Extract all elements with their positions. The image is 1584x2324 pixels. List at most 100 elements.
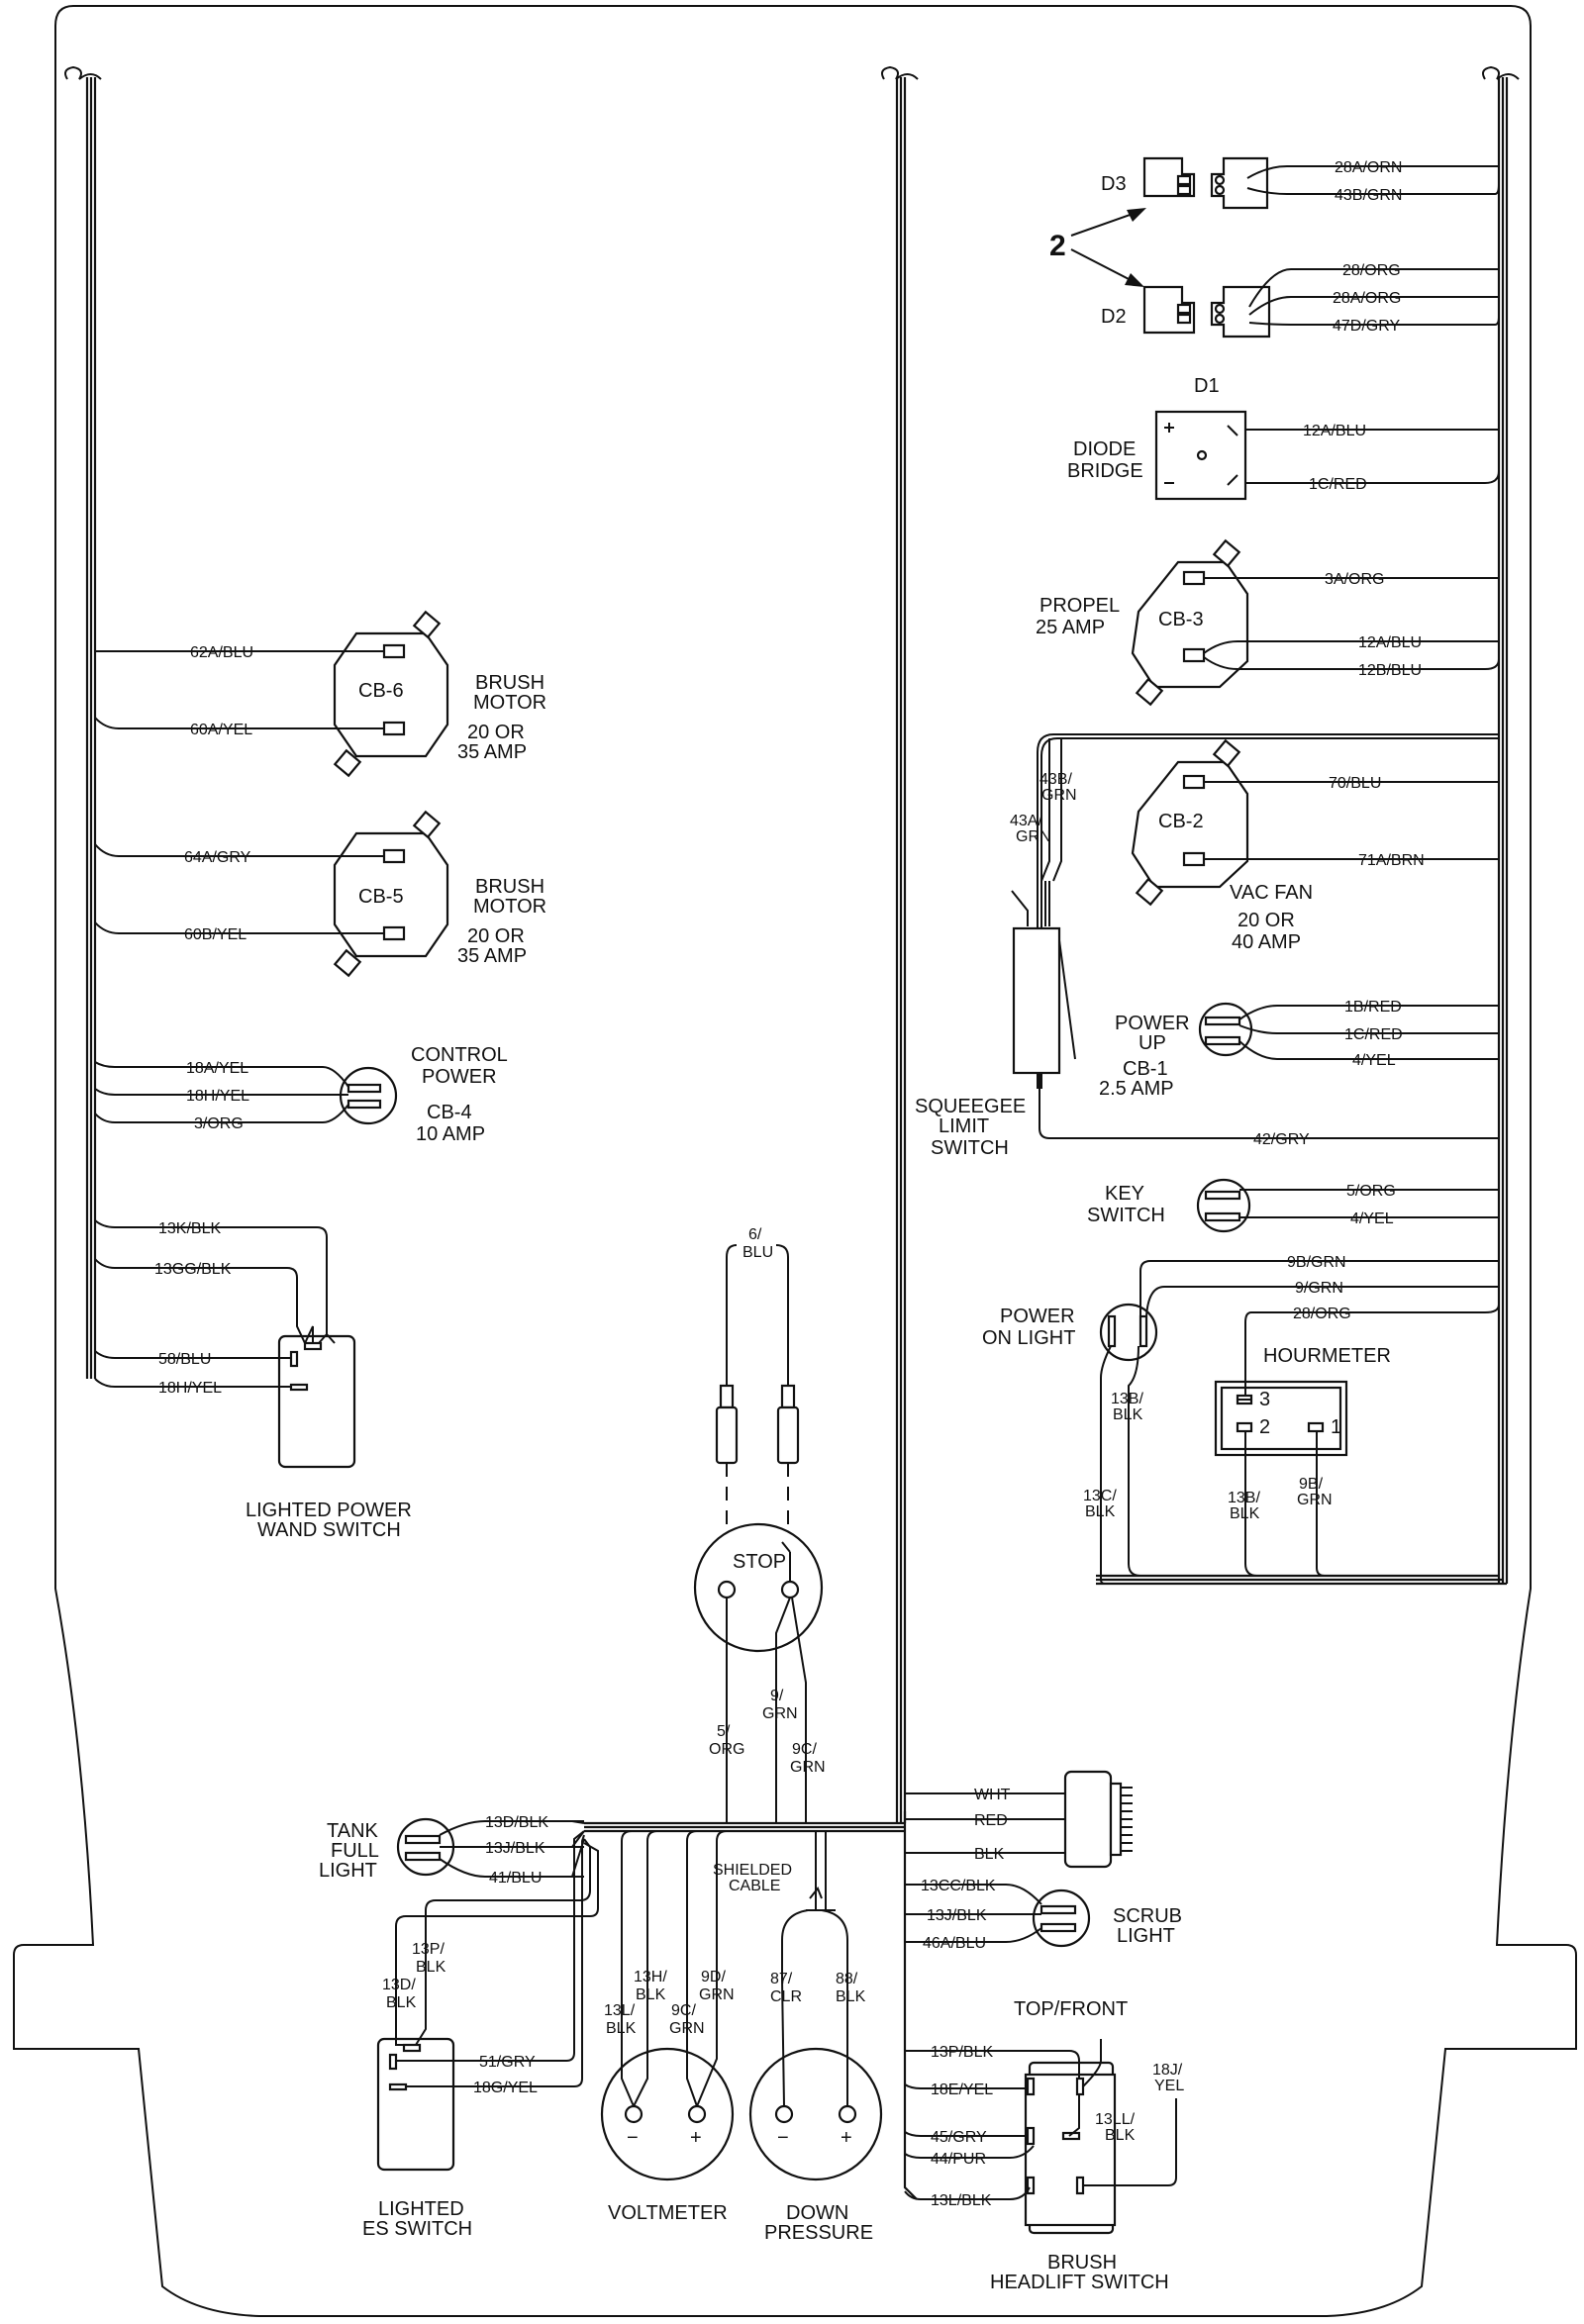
cb2-breaker: CB-2 <box>1131 738 1249 907</box>
down-pressure-name-2: PRESSURE <box>764 2222 873 2244</box>
wire-46a-blu: 46A/BLU <box>923 1935 986 1952</box>
headlift-wire-13lla: 13LL/ <box>1095 2111 1136 2128</box>
cb5-name-3: 20 OR <box>467 925 525 947</box>
wire-13j-blk-scrub: 13J/BLK <box>927 1907 987 1924</box>
wire-18h-yel: 18H/YEL <box>186 1088 249 1105</box>
hm-wire-9b-b: GRN <box>1297 1492 1333 1508</box>
wire-18h-yel-wand: 18H/YEL <box>158 1380 222 1397</box>
wire-47d-gry: 47D/GRY <box>1333 318 1401 335</box>
pol-name-1: POWER <box>1000 1306 1075 1327</box>
pol-wire-13c-b: BLK <box>1085 1503 1116 1520</box>
horn <box>1063 1770 1133 1869</box>
wire-28-org-pol: 28/ORG <box>1293 1306 1351 1322</box>
wire-70-blu: 70/BLU <box>1329 775 1381 792</box>
stop-wire-9b: GRN <box>762 1705 798 1722</box>
wire-18e-yel: 18E/YEL <box>931 2082 993 2098</box>
cb4-breaker <box>339 1066 398 1125</box>
cb3-label: CB-3 <box>1158 609 1204 630</box>
wire-62a-blu: 62A/BLU <box>190 644 253 661</box>
es-wire-13pa: 13P/ <box>412 1941 445 1958</box>
key-switch-name-2: SWITCH <box>1087 1205 1165 1226</box>
voltmeter-plus: + <box>690 2127 702 2149</box>
cb6-label: CB-6 <box>358 680 404 702</box>
wire-1c-red-d1: 1C/RED <box>1309 476 1367 493</box>
stop-wire-9cb: GRN <box>790 1759 826 1776</box>
cb4-name-3: CB-4 <box>427 1102 472 1123</box>
wire-60a-yel: 60A/YEL <box>190 722 252 738</box>
left-harness-trunk <box>85 77 97 1379</box>
cb4-name-2: POWER <box>422 1066 497 1088</box>
headlift-name-2: HEADLIFT SWITCH <box>990 2272 1169 2293</box>
cb5-name-4: 35 AMP <box>457 945 527 967</box>
cb1-name-4: 2.5 AMP <box>1099 1078 1174 1100</box>
down-pressure-plus: + <box>841 2127 852 2149</box>
cb5-name-2: MOTOR <box>473 896 546 918</box>
shielded-cable-1: SHIELDED <box>713 1862 792 1879</box>
es-switch-name-1: LIGHTED <box>378 2198 464 2220</box>
wire-4-yel-key: 4/YEL <box>1350 1210 1394 1227</box>
voltmeter-minus: − <box>627 2127 639 2149</box>
cb5-breaker: CB-5 <box>333 810 449 978</box>
center-harness-trunk <box>895 77 918 2200</box>
cb6-breaker: CB-6 <box>333 610 449 778</box>
break-mark-left <box>64 65 102 80</box>
d1-label: D1 <box>1194 375 1220 397</box>
cb1-breaker <box>1198 1002 1253 1057</box>
volt-wire-9ca: 9C/ <box>671 2002 696 2019</box>
right-harness-trunk <box>1096 77 1509 1586</box>
tank-name-1: TANK <box>327 1820 379 1842</box>
wire-64a-gry: 64A/GRY <box>184 849 251 866</box>
wire-13gg-blk: 13GG/BLK <box>154 1261 232 1278</box>
hourmeter-t2: 2 <box>1259 1416 1270 1438</box>
cb3-name-1: PROPEL <box>1040 595 1120 617</box>
headlift-switch <box>1024 2061 1117 2235</box>
wire-13k-blk: 13K/BLK <box>158 1220 221 1237</box>
squeegee-limit-switch <box>1012 926 1076 1075</box>
scrub-light <box>1032 1888 1091 1948</box>
wire-51-gry: 51/GRY <box>479 2054 536 2071</box>
cb2-name-3: 40 AMP <box>1232 931 1301 953</box>
wand-switch-name-1: LIGHTED POWER <box>246 1500 412 1521</box>
voltmeter-label: VOLTMETER <box>608 2202 728 2224</box>
stop-wire-5a: 5/ <box>717 1723 731 1740</box>
wire-71a-brn: 71A/BRN <box>1358 852 1425 869</box>
cb6-name-2: MOTOR <box>473 692 546 714</box>
wire-28-org: 28/ORG <box>1342 262 1401 279</box>
es-wire-13db: BLK <box>386 1994 417 2011</box>
wire-12a-blu-cb3: 12A/BLU <box>1358 634 1422 651</box>
wire-44-pur: 44/PUR <box>931 2151 986 2168</box>
wire-12b-blu: 12B/BLU <box>1358 662 1422 679</box>
horn-wire-red: RED <box>974 1812 1008 1829</box>
tank-name-2: FULL <box>331 1840 379 1862</box>
diode-d2 <box>1142 285 1271 339</box>
scrub-light-name-2: LIGHT <box>1117 1925 1175 1947</box>
wire-18a-yel: 18A/YEL <box>186 1060 248 1077</box>
horn-wire-blk: BLK <box>974 1846 1005 1863</box>
dp-wire-88b: BLK <box>836 1988 866 2005</box>
squeegee-name-1: SQUEEGEE <box>915 1096 1026 1117</box>
wire-13l-blk: 13L/BLK <box>931 2192 992 2209</box>
bottom-harness-trunk <box>584 1821 905 1833</box>
shielded-cable-2: CABLE <box>729 1878 780 1894</box>
down-pressure-gauge: − + <box>748 2047 883 2181</box>
cb4-name-1: CONTROL <box>411 1044 508 1066</box>
wire-5-org: 5/ORG <box>1346 1183 1396 1200</box>
wire-12a-blu-d1: 12A/BLU <box>1303 423 1366 439</box>
wire-9-grn: 9/GRN <box>1295 1280 1343 1297</box>
wire-18g-yel: 18G/YEL <box>473 2080 538 2096</box>
volt-wire-13ha: 13H/ <box>634 1969 667 1985</box>
headlift-name-1: BRUSH <box>1047 2252 1117 2274</box>
wire-13cc-blk: 13CC/BLK <box>921 1878 996 1894</box>
wire-60b-yel: 60B/YEL <box>184 926 247 943</box>
d2-label: D2 <box>1101 306 1127 328</box>
stop-switch: STOP <box>693 1522 824 1653</box>
wire-28a-org: 28A/ORG <box>1333 290 1401 307</box>
es-wire-13da: 13D/ <box>382 1977 416 1993</box>
squeegee-wire-43b-b: GRN <box>1041 787 1077 804</box>
volt-wire-13lb: BLK <box>606 2020 637 2037</box>
break-mark-center <box>881 65 919 80</box>
squeegee-wire-43a-b: GRN <box>1016 828 1051 845</box>
wire-28a-orn: 28A/ORN <box>1335 159 1402 176</box>
wand-switch-name-2: WAND SWITCH <box>257 1519 401 1541</box>
